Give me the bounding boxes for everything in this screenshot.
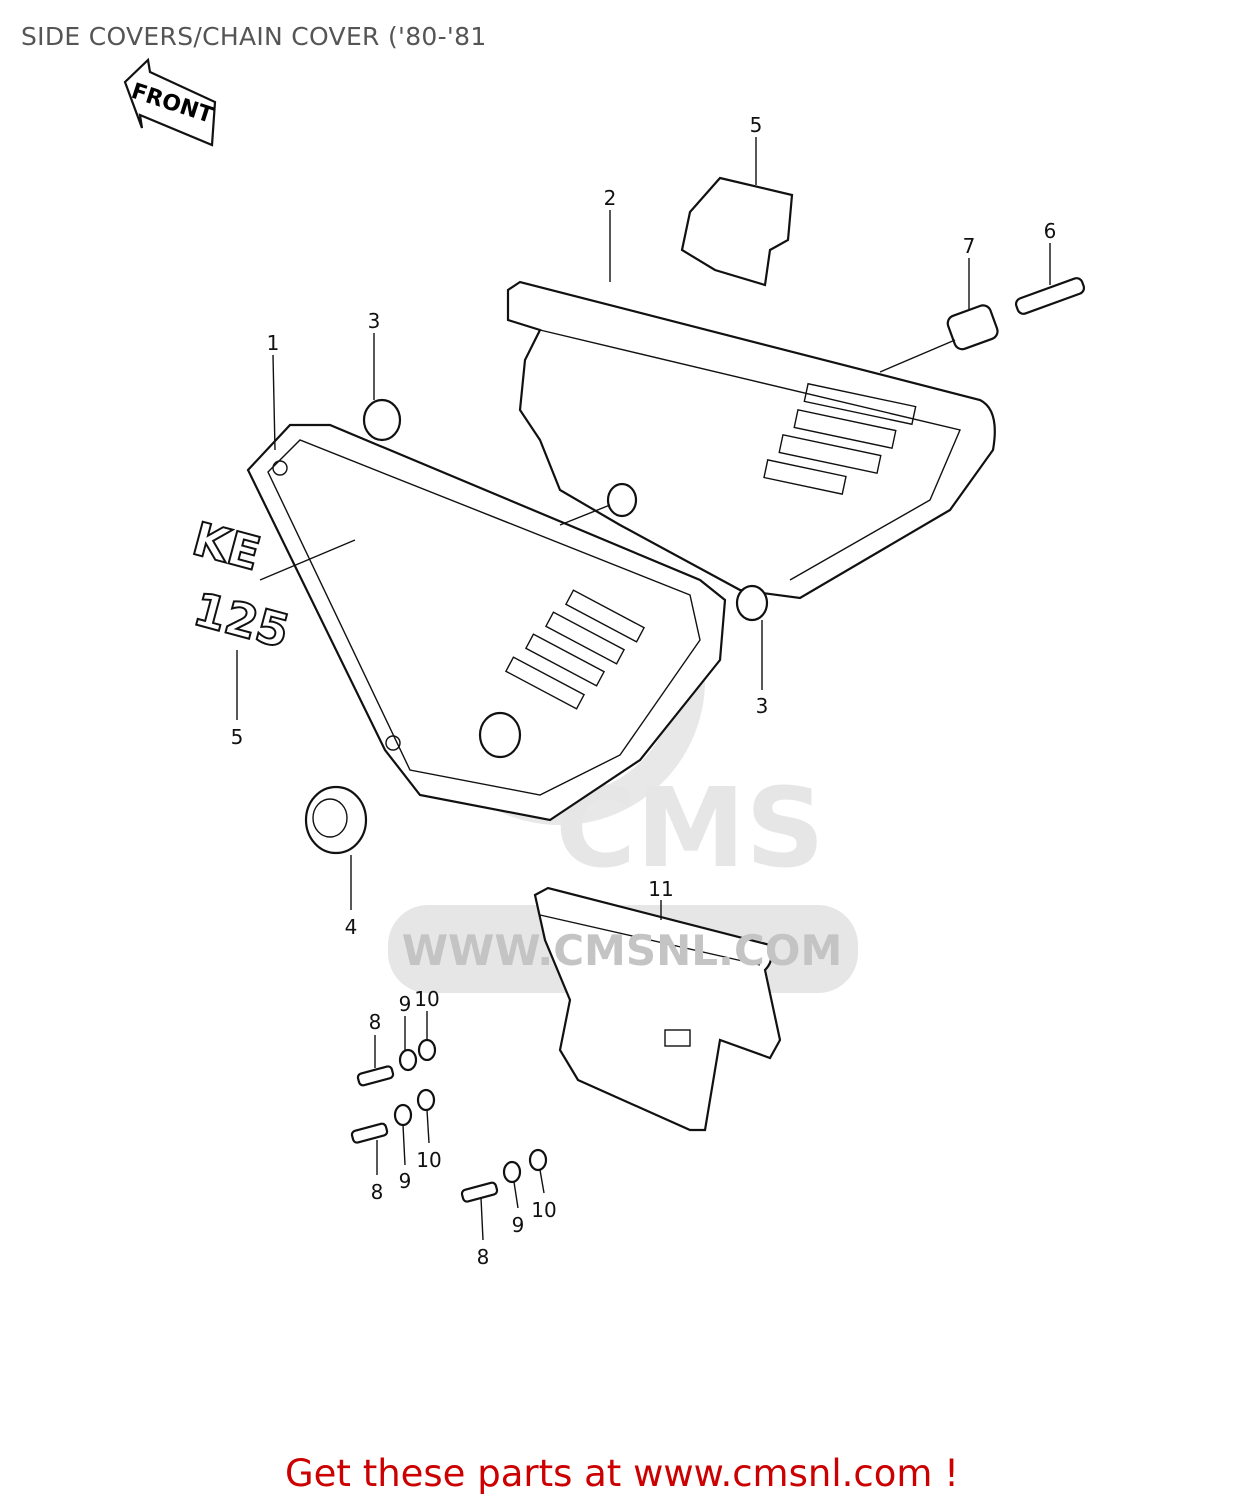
callout: 11 <box>648 877 673 901</box>
leader-lines <box>236 137 1051 1241</box>
grommet-3-top <box>362 398 402 442</box>
page-title: SIDE COVERS/CHAIN COVER ('80-'81 <box>21 22 487 51</box>
bolt-6 <box>1014 277 1086 315</box>
right-side-cover-2 <box>506 280 996 600</box>
callout: 2 <box>604 186 617 210</box>
callout: 8 <box>477 1245 490 1269</box>
callout-labels: 5 2 7 6 3 1 5 3 4 11 8 9 10 8 9 10 8 9 1… <box>231 113 1057 1269</box>
callout: 10 <box>416 1148 441 1172</box>
grommet-3-right <box>735 584 769 622</box>
callout: 8 <box>371 1180 384 1204</box>
bolt-set-3 <box>460 1148 548 1203</box>
bolt-set-2 <box>350 1088 436 1144</box>
callout: 10 <box>531 1198 556 1222</box>
watermark-url: WWW.CMSNL.COM <box>402 926 843 975</box>
bolt-set-1 <box>356 1038 437 1087</box>
callout: 9 <box>399 1169 412 1193</box>
emblem-125: 125 <box>188 582 295 659</box>
left-side-cover-1 <box>246 423 727 822</box>
collar-7 <box>946 304 999 351</box>
chain-cover-11 <box>533 886 782 1132</box>
callout: 10 <box>414 987 439 1011</box>
callout: 3 <box>368 309 381 333</box>
emblem-ke: KE <box>187 511 266 581</box>
callout: 5 <box>231 725 244 749</box>
grommet-4 <box>304 785 368 855</box>
callout: 6 <box>1044 219 1057 243</box>
callout: 1 <box>267 331 280 355</box>
callout: 3 <box>756 694 769 718</box>
callout: 9 <box>512 1213 525 1237</box>
callout: 9 <box>399 992 412 1016</box>
decal-5-top <box>680 176 794 287</box>
callout: 8 <box>369 1010 382 1034</box>
callout: 4 <box>345 915 358 939</box>
front-arrow: FRONT <box>123 57 217 147</box>
callout: 7 <box>963 234 976 258</box>
promo-link[interactable]: Get these parts at www.cmsnl.com ! <box>284 1452 959 1495</box>
callout: 5 <box>750 113 763 137</box>
